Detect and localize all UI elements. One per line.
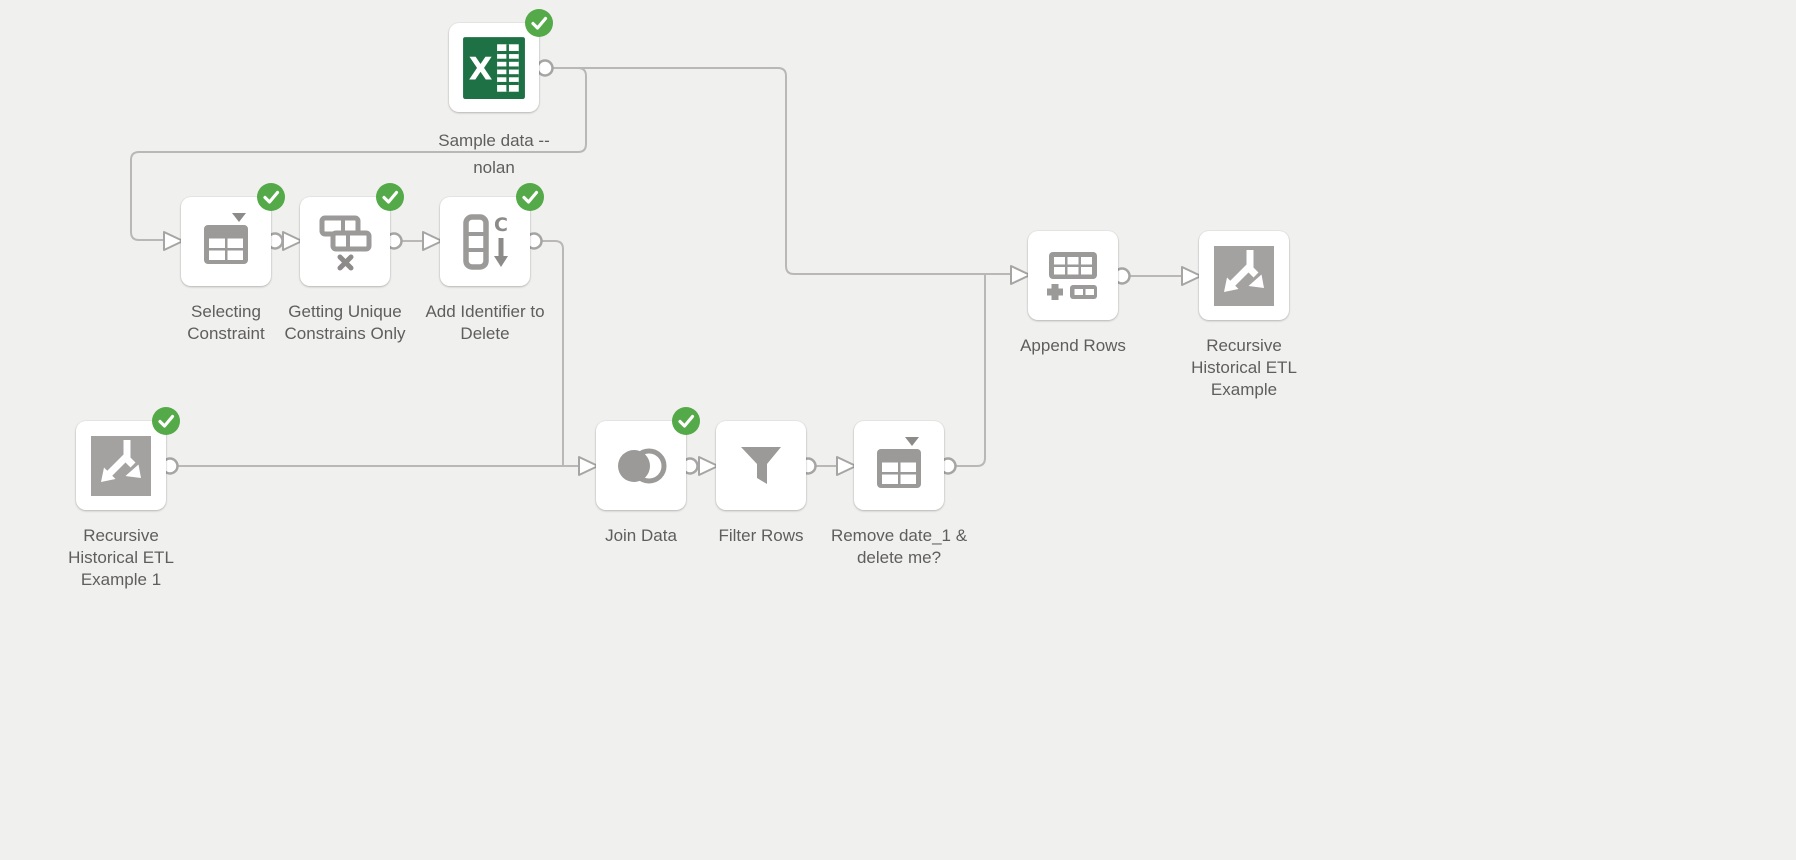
node-add-identifier-to-delete[interactable]: C Add Identifier to Delete [425,183,545,343]
status-badge [516,183,544,211]
output-port-sample-data[interactable] [536,59,554,77]
label-line: Constrains Only [284,324,406,343]
node-label: Selecting Constraint [111,301,341,345]
label-line: Sample data -- [438,131,550,150]
status-badge [525,9,553,37]
label-line: Append Rows [1020,336,1126,355]
node-label: Recursive Historical ETL Example [1129,335,1359,401]
node-label: Recursive Historical ETL Example 1 [6,525,236,591]
branch-output-icon [1214,245,1274,306]
status-badge [257,183,285,211]
svg-text:X: X [469,51,493,87]
node-recursive-historical-etl-example[interactable]: Recursive Historical ETL Example [1191,231,1297,399]
table-select-icon [204,212,248,264]
branch-output-icon [91,435,151,496]
label-line: Recursive [83,526,159,545]
success-check-icon [158,414,175,428]
node-label: Getting Unique Constrains Only [230,301,460,345]
success-check-icon [522,190,539,204]
join-venn-icon [618,448,667,483]
connector-add-identifier-to-join-data[interactable] [541,240,564,467]
add-column-icon: C [463,214,508,270]
node-append-rows[interactable]: Append Rows [1020,231,1126,355]
node-box[interactable]: X [449,9,553,112]
node-box[interactable] [854,421,944,510]
funnel-icon [741,446,781,484]
input-port-remove-date[interactable] [836,456,857,476]
node-getting-unique-constrains-only[interactable]: Getting Unique Constrains Only [285,183,405,343]
table-select-icon [877,436,921,488]
excel-icon: X [463,36,525,99]
node-box[interactable] [181,183,285,286]
input-port-add-identifier[interactable] [422,231,443,251]
connector-remove-date-to-append-rows[interactable] [955,273,986,467]
input-port-append-rows[interactable] [1010,265,1031,285]
node-sample-data-nolan[interactable]: X Sample data -- nolan [438,9,553,177]
node-filter-rows[interactable]: Filter Rows [716,421,806,545]
node-box[interactable] [1199,231,1289,320]
success-check-icon [382,190,399,204]
node-remove-date-1-delete-me[interactable]: Remove date_1 & delete me? [831,421,967,567]
connector-sample-data-to-selecting-constraint[interactable] [130,67,587,241]
label-line: Selecting [191,302,261,321]
label-line: Filter Rows [718,526,804,545]
label-line: Example [1210,380,1278,399]
connector-sample-data-to-append-rows[interactable] [552,67,1013,275]
label-line: Example 1 [80,570,162,589]
label-line: Join Data [605,526,677,545]
input-port-filter-rows[interactable] [698,456,719,476]
node-label: Remove date_1 & delete me? [784,525,1014,569]
label-line: nolan [473,158,515,177]
node-box[interactable] [76,407,180,510]
input-port-recursive-example[interactable] [1181,266,1202,286]
label-line: Historical ETL [68,548,174,567]
node-box[interactable] [1028,231,1118,320]
label-line: Recursive [1206,336,1282,355]
node-join-data[interactable]: Join Data [596,407,700,545]
success-check-icon [263,190,280,204]
label-line: Add Identifier to [425,302,545,321]
label-line: Remove date_1 & [830,526,968,545]
label-line: Getting Unique [288,302,402,321]
union-append-icon [1047,251,1097,300]
label-line: Delete [460,324,510,343]
node-box[interactable]: C [440,183,544,286]
input-port-selecting-constraint[interactable] [163,231,184,251]
label-line: Historical ETL [1191,358,1297,377]
node-label: Filter Rows [646,525,876,547]
node-label: Join Data [526,525,756,547]
node-box[interactable] [716,421,806,510]
node-label: Add Identifier to Delete [370,301,600,345]
deduplicate-icon [319,215,372,270]
label-line: Constraint [187,324,265,343]
svg-text:C: C [494,214,508,236]
node-label: Append Rows [958,335,1188,357]
label-line: delete me? [856,548,942,567]
status-badge [152,407,180,435]
status-badge [672,407,700,435]
status-badge [376,183,404,211]
node-box[interactable] [596,407,700,510]
success-check-icon [678,414,695,428]
node-recursive-historical-etl-example-1[interactable]: Recursive Historical ETL Example 1 [68,407,180,589]
node-box[interactable] [300,183,404,286]
node-label: Sample data -- nolan [379,127,609,181]
node-selecting-constraint[interactable]: Selecting Constraint [181,183,285,343]
success-check-icon [531,16,548,30]
input-port-join-data[interactable] [578,456,599,476]
